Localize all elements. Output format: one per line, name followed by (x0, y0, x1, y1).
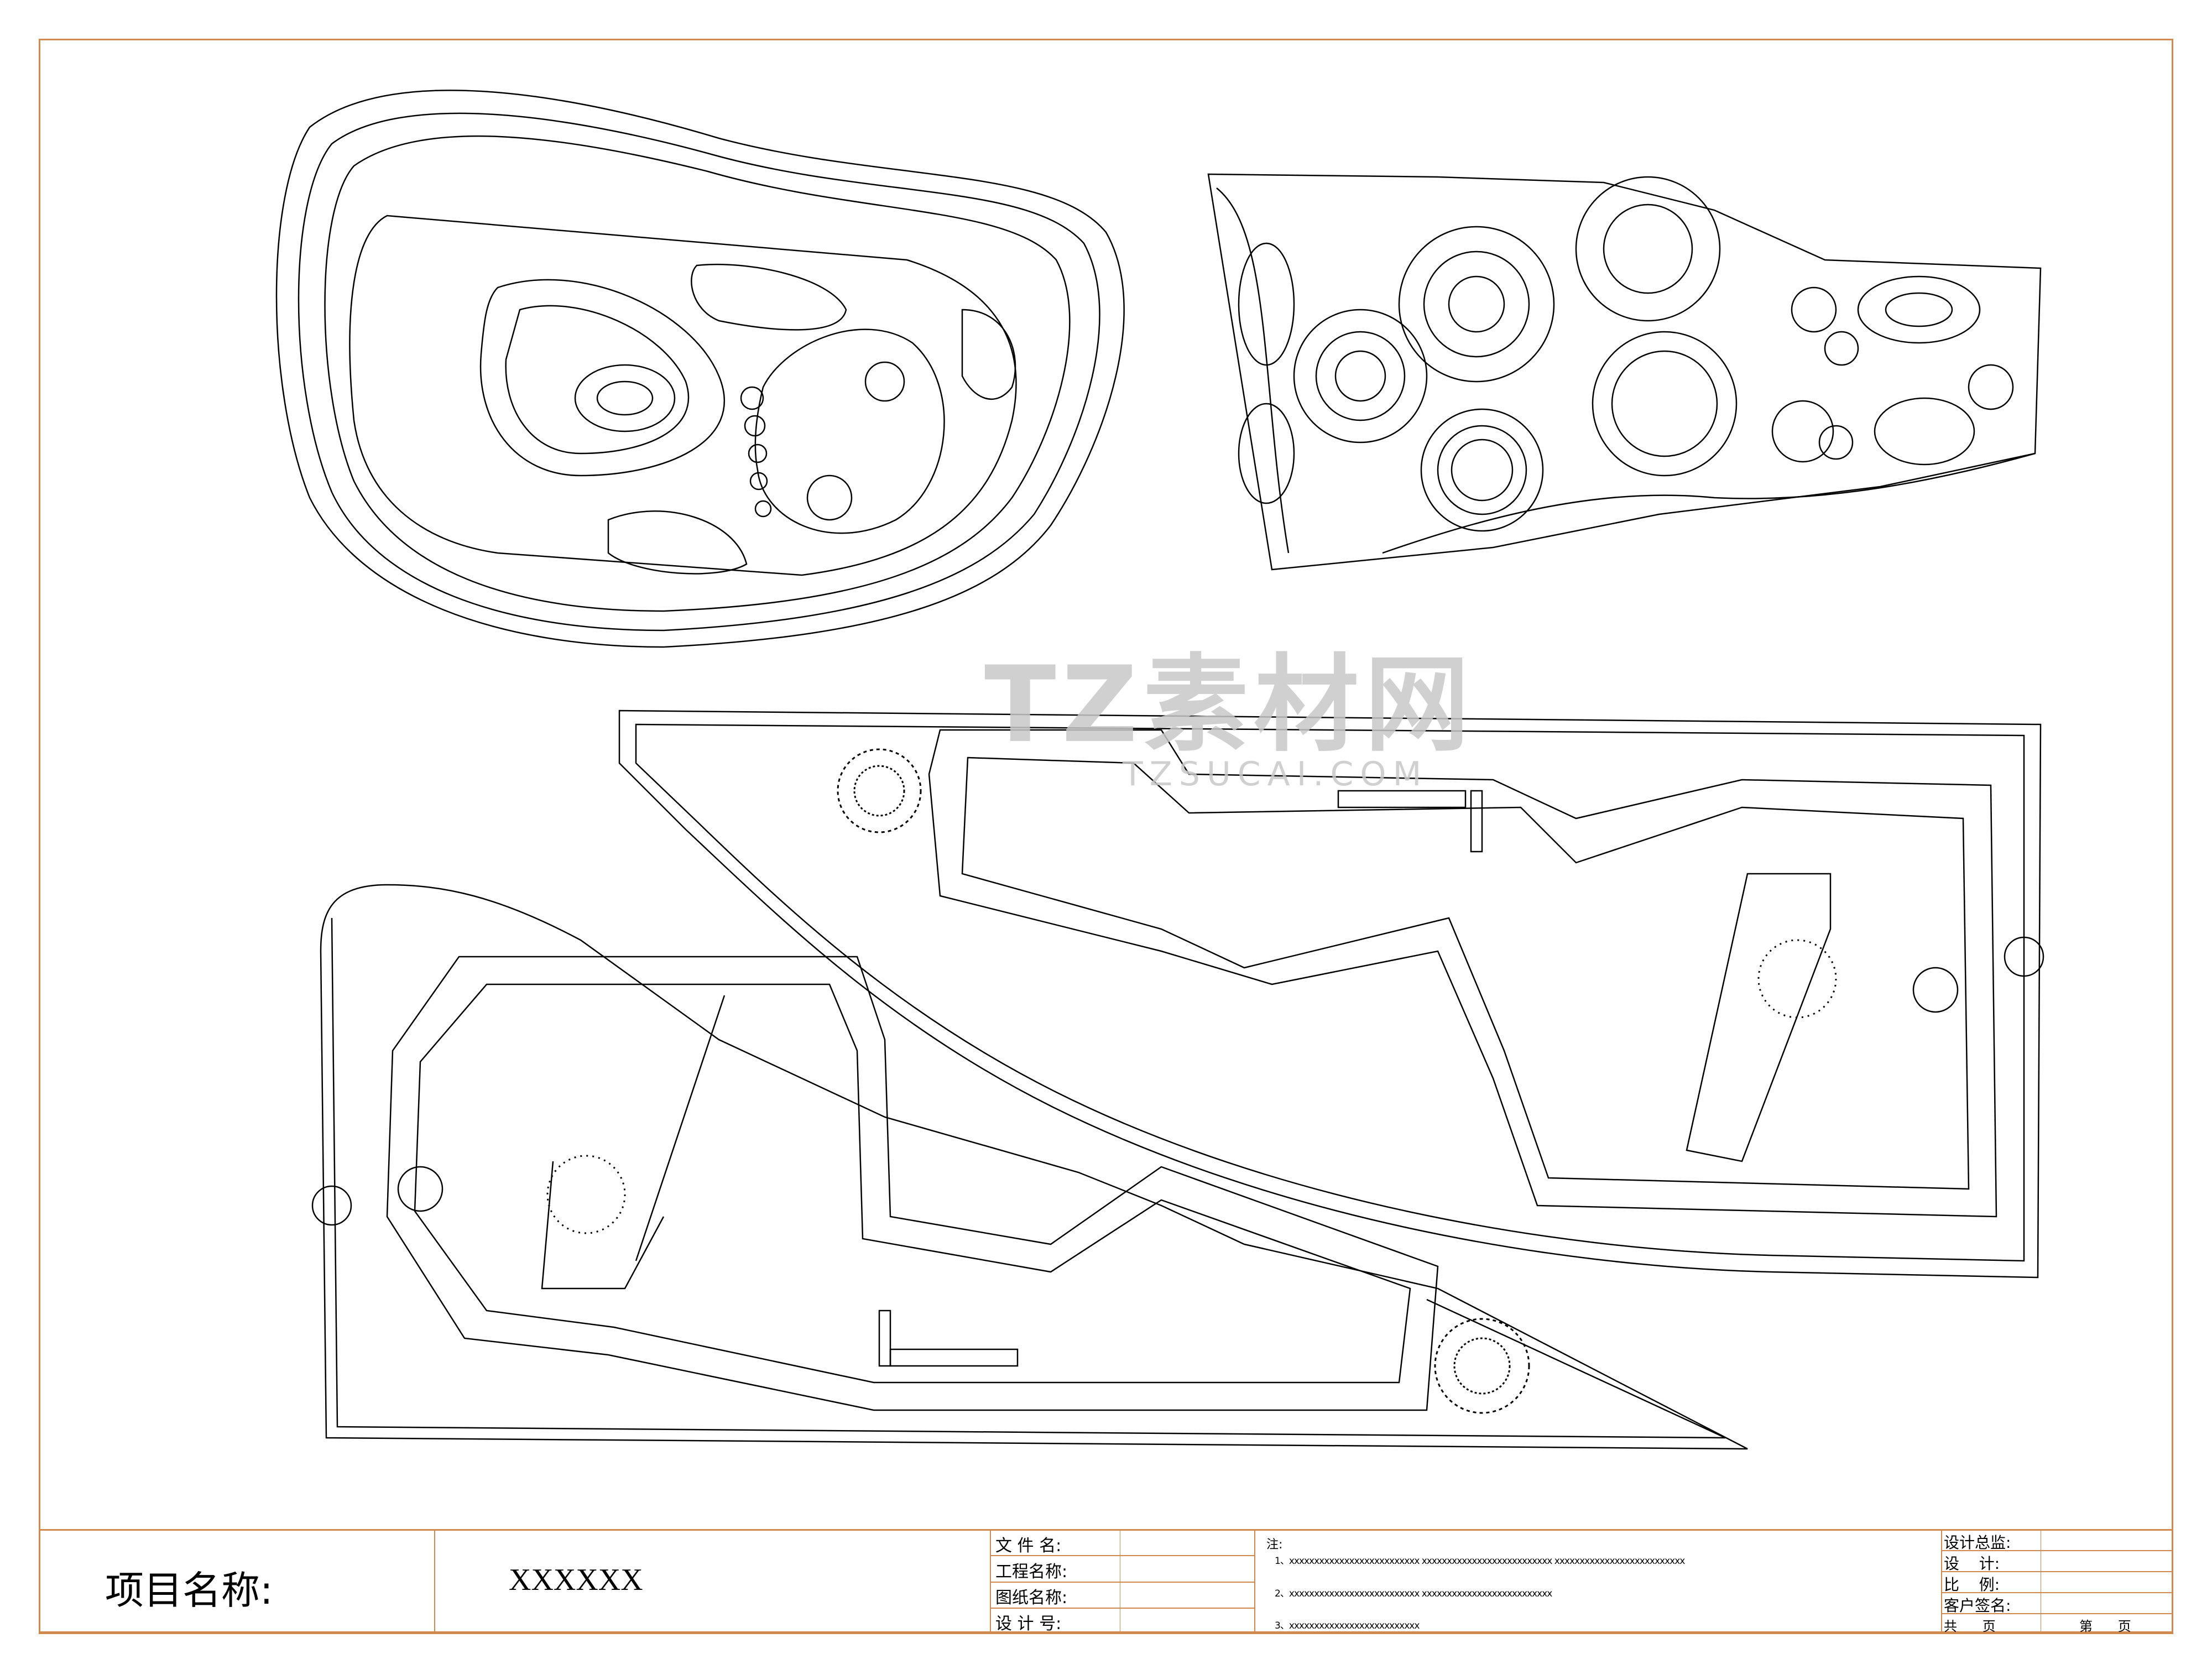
signature-box (1941, 1529, 2173, 1634)
file-name-label: 文 件 名: (995, 1536, 1062, 1556)
drawing-name-label: 图纸名称: (995, 1588, 1068, 1608)
watermark: TZ素材网 TZSUCAI.COM (791, 619, 1475, 794)
title-block (39, 1529, 2173, 1634)
page-total: 共 页 (1944, 1619, 1996, 1634)
watermark-sub: TZSUCAI.COM (1123, 755, 1428, 794)
project-name-value: XXXXXX (509, 1563, 643, 1597)
stepping-stones (740, 386, 772, 518)
scale-label: 比 例: (1944, 1575, 2000, 1594)
play-equipment (878, 790, 1483, 1367)
divider (1941, 1550, 2173, 1551)
divider (990, 1582, 1255, 1583)
note-3: 3、xxxxxxxxxxxxxxxxxxxxxxxxxx (1275, 1620, 1420, 1631)
client-signature-label: 客户签名: (1944, 1597, 2011, 1615)
project-name-label: 项目名称: (105, 1568, 273, 1613)
plan-top-right (1207, 173, 2042, 571)
divider (990, 1608, 1255, 1609)
designer-label: 设 计: (1944, 1554, 2000, 1573)
project-label: 工程名称: (995, 1562, 1068, 1582)
page-current: 第 页 (2079, 1619, 2131, 1634)
note-2: 2、xxxxxxxxxxxxxxxxxxxxxxxxxx xxxxxxxxxxx… (1275, 1588, 1552, 1599)
design-director-label: 设计总监: (1944, 1533, 2011, 1552)
note-1: 1、xxxxxxxxxxxxxxxxxxxxxxxxxx xxxxxxxxxxx… (1275, 1556, 1685, 1567)
plan-top-left (275, 90, 1125, 648)
plan-bottom (311, 709, 2044, 1450)
divider (990, 1555, 1255, 1556)
divider (434, 1529, 435, 1634)
notes-label: 注: (1266, 1538, 1283, 1552)
divider (1941, 1592, 2173, 1593)
design-number-label: 设 计 号: (995, 1614, 1062, 1634)
divider (1941, 1571, 2173, 1572)
divider (1941, 1613, 2173, 1614)
tree-symbol (546, 748, 1837, 1414)
boulders (311, 936, 2044, 1226)
watermark-main: TZ素材网 (984, 644, 1475, 766)
